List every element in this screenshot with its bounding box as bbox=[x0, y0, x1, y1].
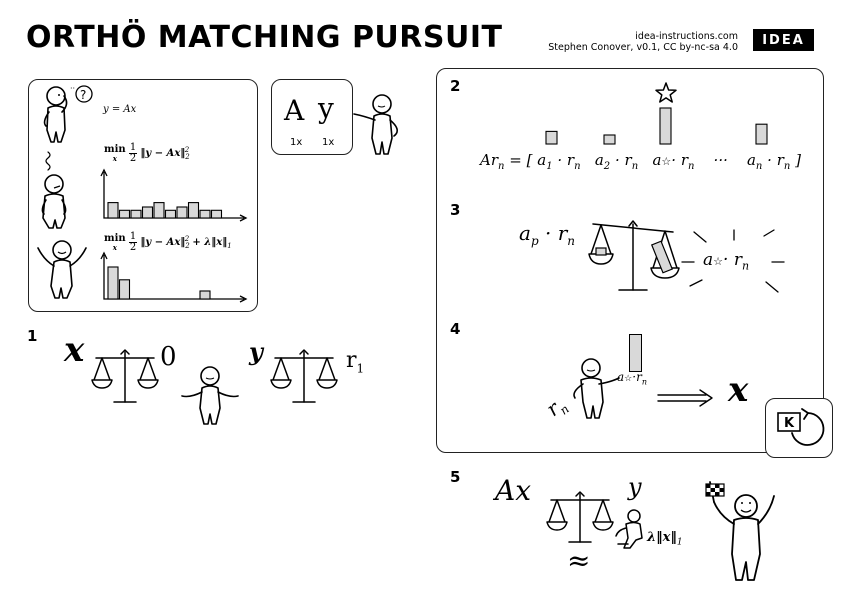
step-4-number: 4 bbox=[450, 320, 461, 338]
step-4-x-result: x bbox=[728, 370, 749, 410]
tilted-balance-scale bbox=[588, 220, 680, 291]
crouching-person-figure bbox=[615, 509, 643, 549]
bar bbox=[130, 209, 142, 219]
bar bbox=[755, 123, 768, 145]
bar bbox=[107, 266, 119, 300]
step-2-number: 2 bbox=[450, 77, 461, 95]
rotate-arrow-icon bbox=[777, 408, 825, 446]
bar bbox=[187, 202, 200, 219]
confused-person-figure: ·· ? bbox=[43, 84, 93, 143]
step-4-bar bbox=[629, 334, 642, 372]
step-1-y-symbol: y bbox=[249, 337, 263, 366]
term-1: a1 · rn bbox=[537, 151, 581, 172]
steps-panel bbox=[436, 68, 824, 453]
bar bbox=[545, 130, 558, 145]
term-2: a2 · rn bbox=[594, 151, 639, 172]
bar bbox=[210, 209, 223, 219]
double-arrow bbox=[657, 389, 713, 407]
step-3-best-term: a☆· rn bbox=[703, 250, 750, 273]
bar bbox=[153, 202, 165, 219]
step-5-number: 5 bbox=[450, 468, 461, 486]
lasso-bar-chart bbox=[100, 251, 248, 303]
large-weight bbox=[650, 240, 674, 274]
pushing-person-figure bbox=[573, 358, 620, 419]
bar bbox=[107, 202, 119, 219]
svg-text:··: ·· bbox=[70, 84, 75, 93]
step-1-number: 1 bbox=[27, 327, 38, 345]
celebrating-person-figure bbox=[705, 481, 775, 581]
ellipsis: ··· bbox=[713, 151, 728, 169]
checkered-flag-icon bbox=[705, 483, 725, 497]
balance-scale-1 bbox=[91, 349, 159, 403]
step-3-number: 3 bbox=[450, 201, 461, 219]
term-star: a☆· rn bbox=[652, 151, 695, 172]
bar bbox=[659, 107, 672, 145]
step-4-best-term: a☆·rn bbox=[617, 370, 647, 387]
presenting-person-figure bbox=[353, 94, 398, 155]
step-1-residual: r1 bbox=[346, 348, 365, 376]
step-1-person-figure bbox=[181, 366, 239, 425]
step-5-y: y bbox=[628, 473, 642, 501]
part-a-count: 1x bbox=[290, 137, 303, 148]
bar bbox=[199, 209, 211, 219]
step-5-ax: Ax bbox=[495, 474, 532, 507]
idea-logo: IDEA bbox=[753, 29, 814, 51]
part-matrix-a: A bbox=[284, 94, 305, 127]
least-squares-bar-chart bbox=[100, 168, 248, 222]
term-n: an · rn bbox=[746, 151, 791, 172]
bar bbox=[603, 134, 616, 145]
k-label: K bbox=[784, 416, 795, 431]
step-1-x-symbol: x bbox=[64, 330, 85, 370]
bar bbox=[118, 279, 131, 300]
bar bbox=[164, 209, 177, 219]
y-axis-arrow bbox=[100, 168, 108, 177]
y-axis-arrow bbox=[100, 251, 108, 260]
step-3-ap-term: ap · rn bbox=[519, 221, 575, 248]
happy-person-figure bbox=[37, 240, 87, 299]
correlation-equation: Arn = [ a1 · rn a2 · rn a☆· rn ··· an · … bbox=[480, 151, 801, 172]
step-1-zero: 0 bbox=[160, 342, 177, 372]
part-y-count: 1x bbox=[322, 137, 335, 148]
x-axis-arrow bbox=[239, 295, 248, 303]
balance-scale-3 bbox=[546, 491, 614, 543]
parts-panel bbox=[271, 79, 353, 155]
x-axis-arrow bbox=[239, 214, 248, 222]
step-5-approx: ≈ bbox=[567, 544, 591, 577]
bar bbox=[176, 206, 188, 219]
smoking-person-figure bbox=[41, 151, 67, 229]
credit-website: idea-instructions.com bbox=[635, 31, 738, 42]
page-title: ORTHÖ MATCHING PURSUIT bbox=[26, 20, 503, 55]
star-icon bbox=[655, 82, 677, 103]
bar bbox=[118, 209, 131, 219]
axes bbox=[103, 255, 244, 300]
credit-author: Stephen Conover, v0.1, CC by-nc-sa 4.0 bbox=[548, 42, 738, 53]
bar bbox=[199, 290, 211, 300]
part-vector-y: y bbox=[318, 92, 334, 125]
intro-panel bbox=[28, 79, 258, 312]
credits: idea-instructions.com Stephen Conover, v… bbox=[520, 31, 738, 53]
step-5-regularizer: λ‖x‖1 bbox=[647, 530, 683, 548]
correlation-bar-chart bbox=[545, 107, 768, 145]
model-equation: y = Ax bbox=[103, 104, 137, 115]
bar bbox=[141, 206, 154, 219]
question-mark: ? bbox=[80, 88, 86, 102]
sparkle-lines bbox=[681, 229, 785, 293]
small-weight bbox=[595, 247, 607, 256]
balance-scale-2 bbox=[270, 349, 338, 403]
